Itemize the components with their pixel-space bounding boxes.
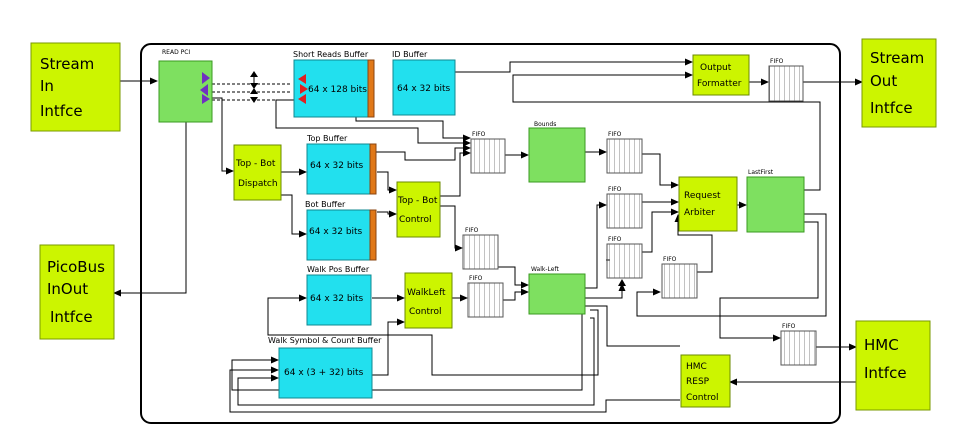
bounds-title: Bounds (534, 121, 556, 128)
bot-buffer-title: Bot Buffer (305, 200, 346, 209)
request-arbiter-line-1: Request (684, 191, 721, 201)
walk-pos-size: 64 x 32 bits (310, 294, 364, 304)
hmc-line-2: Intfce (864, 364, 907, 382)
hmc-line-1: HMC (864, 336, 899, 354)
output-formatter-line-1: Output (700, 63, 732, 73)
walk-symbol-title: Walk Symbol & Count Buffer (268, 336, 382, 345)
id-buffer: ID Buffer 64 x 32 bits (392, 50, 456, 116)
stream-out-line-3: Intfce (870, 99, 913, 117)
walk-left-block: Walk-Left (528, 266, 586, 315)
fifo-stream-out: FIFO (768, 58, 804, 102)
fifo-label: FIFO (472, 131, 486, 138)
read-pci-title: READ PCI (162, 49, 190, 56)
walk-left-title: Walk-Left (531, 266, 559, 273)
bot-buffer-size: 64 x 32 bits (309, 227, 363, 237)
id-buffer-size: 64 x 32 bits (397, 84, 451, 94)
stream-in-line-3: Intfce (40, 102, 83, 120)
arrow-up-icon (618, 279, 626, 286)
wires (113, 58, 863, 413)
walk-pos-title: Walk Pos Buffer (307, 265, 370, 274)
stream-in-line-2: In (40, 77, 54, 95)
fifo-top: FIFO (470, 131, 506, 174)
hmc-resp-line-2: RESP (686, 377, 710, 387)
fifo-label: FIFO (465, 227, 479, 234)
top-bot-dispatch-line-2: Dispatch (238, 179, 278, 189)
hmc-resp-line-3: Control (686, 393, 719, 403)
top-bot-dispatch-line-1: Top - Bot (235, 159, 276, 169)
walk-symbol-size: 64 x (3 + 32) bits (284, 368, 364, 378)
walk-pos-buffer: Walk Pos Buffer 64 x 32 bits (306, 265, 372, 326)
request-arbiter: Request Arbiter (678, 176, 738, 232)
top-bot-control: Top - Bot Control (396, 181, 441, 238)
stream-out-interface: Stream Out Intfce (861, 38, 937, 128)
fifo-label: FIFO (663, 256, 677, 263)
hmc-interface: HMC Intfce (855, 320, 931, 411)
system-frame (140, 43, 841, 424)
fifo-walk-left-in: FIFO (462, 227, 499, 270)
fifo-label: FIFO (608, 131, 622, 138)
picobus-interface: PicoBus InOut Intfce (39, 244, 115, 340)
request-arbiter-line-2: Arbiter (684, 208, 715, 218)
fifo-label: FIFO (770, 58, 784, 65)
stream-out-line-2: Out (870, 72, 897, 90)
lastfirst-block: LastFirst (746, 169, 805, 233)
output-formatter: Output Formatter (692, 54, 750, 96)
fifo-label: FIFO (608, 236, 622, 243)
purple-arrows-icon (200, 72, 210, 104)
stream-in-line-1: Stream (40, 55, 94, 73)
walk-symbol-buffer: Walk Symbol & Count Buffer 64 x (3 + 32)… (268, 336, 382, 399)
walkleft-control-line-1: WalkLeft (407, 288, 446, 298)
hmc-resp-line-1: HMC (686, 362, 707, 372)
top-bot-dispatch: Top - Bot Dispatch (233, 144, 282, 201)
bidirectional-arrows-icon (250, 71, 258, 103)
walkleft-control-line-2: Control (409, 307, 442, 317)
fifo-label: FIFO (608, 186, 622, 193)
top-buffer-size: 64 x 32 bits (310, 161, 364, 171)
short-reads-buffer: Short Reads Buffer 64 x 128 bits (293, 50, 375, 118)
fifo-arbiter-3: FIFO (606, 236, 643, 279)
stream-out-line-1: Stream (870, 49, 924, 67)
read-pci-block: READ PCI (158, 49, 213, 123)
top-bot-control-line-2: Control (399, 215, 432, 225)
top-buffer: Top Buffer 64 x 32 bits (306, 134, 377, 195)
fifo-label: FIFO (782, 323, 796, 330)
picobus-line-1: PicoBus (47, 258, 105, 276)
fifo-arbiter-4: FIFO (661, 256, 698, 299)
lastfirst-title: LastFirst (748, 169, 774, 176)
red-arrows-icon (298, 74, 308, 104)
output-formatter-line-2: Formatter (697, 79, 742, 89)
short-reads-title: Short Reads Buffer (293, 50, 369, 59)
fifo-arbiter-2: FIFO (606, 186, 643, 229)
bounds-block: Bounds (528, 121, 586, 183)
short-reads-size: 64 x 128 bits (308, 85, 367, 95)
fifo-walkleft-control: FIFO (467, 275, 504, 318)
picobus-line-3: Intfce (50, 308, 93, 326)
bot-buffer: Bot Buffer 64 x 32 bits (305, 200, 377, 261)
id-buffer-title: ID Buffer (392, 50, 428, 59)
fifo-hmc: FIFO (780, 323, 817, 366)
top-buffer-title: Top Buffer (306, 134, 348, 143)
fifo-bounds-out: FIFO (606, 131, 643, 174)
hmc-resp-control: HMC RESP Control (680, 354, 731, 408)
top-bot-control-line-1: Top - Bot (397, 196, 438, 206)
stream-in-interface: Stream In Intfce (30, 42, 121, 132)
fifo-label: FIFO (469, 275, 483, 282)
walkleft-control: WalkLeft Control (404, 272, 453, 329)
picobus-line-2: InOut (47, 280, 88, 298)
